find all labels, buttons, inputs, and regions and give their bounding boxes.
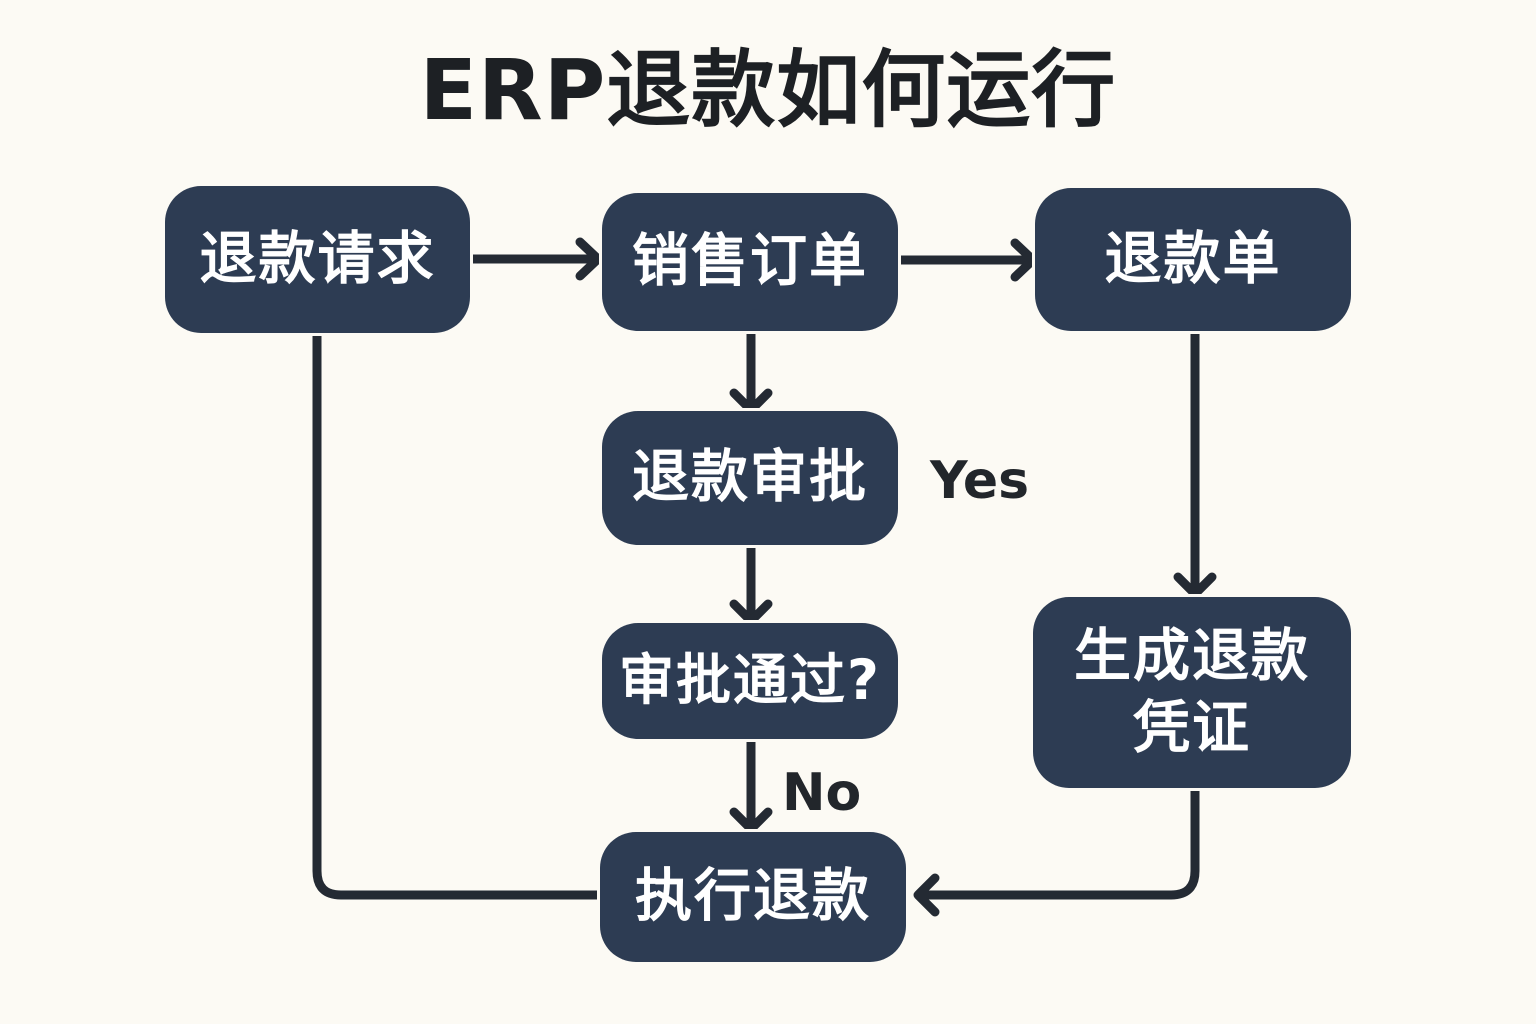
edge-sales-order-to-refund-approval [729,326,773,415]
edge-refund-request-to-execute-refund [312,328,605,900]
edge-refund-order-to-generate-voucher [1173,326,1217,599]
page-title: ERP退款如何运行 [419,41,1117,139]
edge-refund-approval-to-approval-passed [729,540,773,626]
edge-label-yes: Yes [930,451,1030,511]
node-refund-order: 退款单 [1035,188,1351,331]
edge-sales-order-to-refund-order [893,238,1038,282]
edge-label-no: No [782,763,862,823]
edge-approval-passed-to-execute-refund [729,735,773,834]
edge-refund-request-to-sales-order [465,237,603,281]
node-execute-refund: 执行退款 [600,832,906,962]
node-generate-voucher: 生成退款凭证 [1033,597,1351,788]
node-sales-order: 销售订单 [602,193,898,331]
edge-generate-voucher-to-execute-refund [913,783,1200,917]
node-refund-approval: 退款审批 [602,411,898,545]
node-refund-request: 退款请求 [165,186,470,333]
node-approval-passed: 审批通过? [602,623,898,739]
